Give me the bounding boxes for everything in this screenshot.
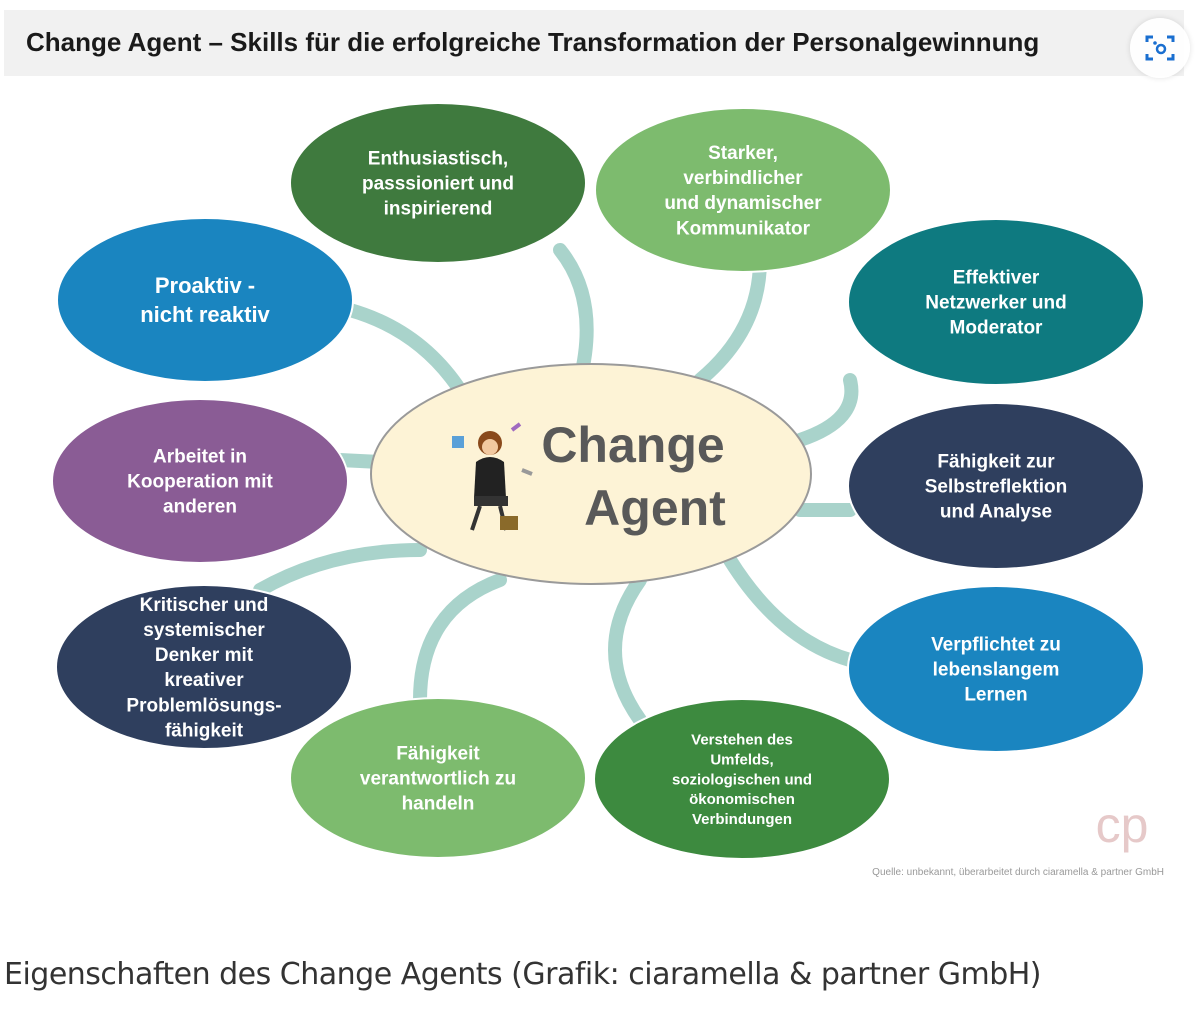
- skill-label-line: handeln: [402, 794, 475, 815]
- skill-ellipse: [593, 698, 891, 860]
- skill-label-line: ökonomischen: [689, 791, 795, 808]
- skill-bubble: Enthusiastisch, passsioniert und inspirier…: [289, 102, 587, 264]
- connectors: [253, 243, 859, 727]
- source-note: Quelle: unbekannt, überarbeitet durch ci…: [872, 867, 1164, 878]
- businesswoman-icon: [452, 422, 533, 531]
- diagram-title: Change Agent – Skills für die erfolgreic…: [26, 27, 1040, 57]
- skill-label-line: passsioniert und: [362, 174, 514, 195]
- skill-ellipse: [847, 585, 1145, 753]
- skill-label-line: Proaktiv -: [155, 273, 255, 298]
- skill-label-line: anderen: [163, 497, 237, 518]
- skill-label-line: Starker,: [708, 143, 778, 164]
- skill-label-line: Umfelds,: [710, 751, 773, 768]
- skill-label-line: Fähigkeit: [396, 744, 480, 765]
- skill-label-line: Netzwerker und: [925, 293, 1066, 314]
- skill-bubble: Arbeitet in Kooperation mit anderen: [51, 398, 349, 564]
- center-node: Change Agent: [370, 363, 812, 585]
- skill-label-line: und Analyse: [940, 502, 1052, 523]
- connector-8: [253, 543, 427, 597]
- skill-ellipse: [51, 398, 349, 564]
- visual-search-icon: [1145, 35, 1175, 61]
- skill-label-line: systemischer: [143, 620, 265, 641]
- skill-label-line: Kooperation mit: [127, 472, 273, 493]
- skill-label-line: verbindlicher: [683, 168, 803, 189]
- title-bar: [4, 10, 1184, 76]
- center-label-line2: Agent: [584, 480, 726, 536]
- skill-bubble: Fähigkeit verantwortlich zu handeln: [289, 697, 587, 859]
- connector-3: [793, 373, 859, 447]
- skill-label-line: inspirierend: [384, 199, 493, 220]
- skill-label-line: fähigkeit: [165, 720, 244, 741]
- skill-label-line: Moderator: [950, 318, 1044, 339]
- skill-label-line: lebenslangem: [933, 660, 1060, 681]
- skill-label-line: Problemlösungs-: [126, 695, 281, 716]
- skill-label-line: Kommunikator: [676, 218, 811, 239]
- skill-label-line: Kritischer und: [140, 595, 269, 616]
- skill-label-line: Selbstreflektion: [925, 477, 1068, 498]
- skill-label-line: Denker mit: [155, 645, 254, 666]
- skill-label: Enthusiastisch, passsioniert und inspirier…: [362, 149, 514, 220]
- skill-label-line: Arbeitet in: [153, 447, 247, 468]
- skill-label-line: soziologischen und: [672, 771, 812, 788]
- connector-1: [553, 243, 594, 387]
- skill-ellipse: [847, 402, 1145, 570]
- skill-label: Fähigkeit verantwortlich zu handeln: [360, 744, 516, 815]
- skill-label-line: Lernen: [964, 685, 1027, 706]
- skill-label-line: nicht reaktiv: [140, 302, 270, 327]
- connector-10: [343, 303, 467, 397]
- cp-logo: cp: [1096, 797, 1149, 853]
- visual-search-button[interactable]: [1130, 18, 1190, 78]
- center-label-line1: Change: [541, 417, 724, 473]
- skill-bubbles: Enthusiastisch, passsioniert und inspirier…: [51, 102, 1145, 860]
- connector-7: [413, 573, 507, 707]
- skill-ellipse: [289, 697, 587, 859]
- mind-map: Change Agent Enthusiastisch, passsioniert…: [51, 102, 1164, 878]
- center-ellipse: [370, 363, 812, 585]
- skill-ellipse: [594, 107, 892, 273]
- skill-label: Arbeitet in Kooperation mit anderen: [127, 447, 273, 518]
- skill-ellipse: [56, 217, 354, 383]
- skill-ellipse: [847, 218, 1145, 386]
- connector-6: [608, 573, 647, 727]
- skill-label-line: Verstehen des: [691, 732, 793, 749]
- skill-label-line: Fähigkeit zur: [937, 452, 1055, 473]
- skill-bubble: Proaktiv - nicht reaktiv: [56, 217, 354, 383]
- skill-ellipse: [289, 102, 587, 264]
- skill-label-line: kreativer: [164, 670, 244, 691]
- skill-ellipse: [55, 584, 353, 750]
- connector-5: [723, 553, 857, 667]
- skill-label: Proaktiv - nicht reaktiv: [140, 273, 270, 327]
- figure-caption: Eigenschaften des Change Agents (Grafik:…: [4, 957, 1042, 992]
- connector-2: [693, 253, 767, 387]
- skill-label-line: Effektiver: [953, 268, 1040, 289]
- skill-label-line: und dynamischer: [664, 193, 822, 214]
- skill-label-line: Verpflichtet zu: [931, 635, 1061, 656]
- skill-label-line: Verbindungen: [692, 811, 792, 828]
- skill-label-line: verantwortlich zu: [360, 769, 516, 790]
- skill-label-line: Enthusiastisch,: [368, 149, 508, 170]
